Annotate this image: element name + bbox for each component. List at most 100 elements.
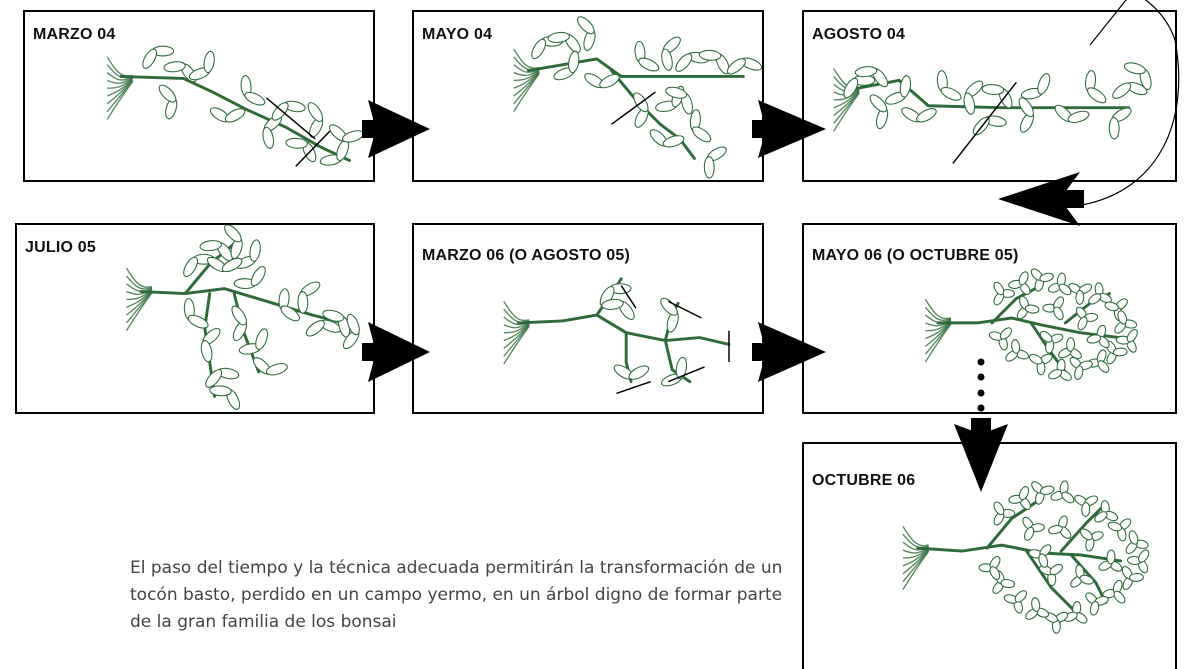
cut-line-icon (611, 91, 656, 125)
trunk-stump (924, 299, 952, 363)
panel-label: JULIO 05 (25, 239, 96, 256)
leaf-icon (661, 48, 673, 71)
leaf-icon (205, 369, 223, 388)
branch-stroke (139, 287, 354, 327)
panel-octubre-06: OCTUBRE 06 (802, 442, 1177, 669)
branch-stroke (119, 75, 351, 162)
leaf-icon (1123, 62, 1146, 75)
leaf-icon (1079, 574, 1094, 585)
branch-stroke (936, 316, 1121, 340)
leaf-icon (203, 50, 215, 74)
branch-stroke (609, 69, 696, 160)
leaf-icon (187, 314, 209, 329)
branch-stroke (1025, 549, 1078, 614)
leaf-icon (691, 126, 712, 143)
leaf-icon (1053, 306, 1064, 321)
leaf-icon (1108, 116, 1120, 140)
leaf-icon (675, 356, 688, 380)
leaf-icon (1061, 491, 1075, 504)
leaf-icon (249, 239, 261, 262)
leaf-icon (224, 225, 242, 243)
leaf-icon (916, 108, 937, 123)
leaf-icon (342, 130, 364, 143)
panel-label: OCTUBRE 06 (812, 472, 916, 489)
leaf-icon (531, 38, 547, 60)
leaf-icon (1077, 316, 1088, 331)
cut-line-icon (265, 97, 316, 140)
leaf-icon (1094, 511, 1108, 523)
leaf-icon (142, 48, 158, 69)
leaf-icon (869, 94, 888, 113)
leaf-icon (601, 298, 624, 310)
panel-label: MAYO 06 (O OCTUBRE 05) (812, 247, 1019, 264)
leaf-icon (568, 50, 580, 74)
leaf-icon (993, 501, 1005, 516)
branch-stroke (985, 497, 1043, 550)
panel-label: MARZO 04 (33, 26, 116, 43)
branch-stroke (1069, 553, 1108, 604)
leaf-icon (200, 339, 213, 363)
leaf-icon (271, 102, 289, 121)
leaf-icon (255, 328, 269, 350)
leaf-icon (665, 86, 688, 99)
leaf-icon (1075, 290, 1085, 305)
leaf-icon (1049, 563, 1063, 576)
leaf-icon (280, 305, 300, 322)
leaf-icon (999, 327, 1013, 340)
leaf-icon (1128, 530, 1139, 545)
leaf-icon (703, 156, 715, 179)
leaf-icon (1058, 283, 1072, 296)
leaf-icon (1086, 334, 1102, 344)
leaf-icon (262, 126, 275, 149)
cut-line-icon (952, 81, 1017, 164)
panel-label: MAYO 04 (422, 26, 493, 43)
cut-line-icon (616, 380, 651, 395)
leaf-icon (1000, 578, 1016, 589)
leaf-icon (1024, 304, 1040, 314)
leaf-icon (940, 86, 962, 101)
leaf-icon (1028, 353, 1043, 365)
leaf-icon (993, 281, 1005, 296)
leaf-icon (1138, 549, 1150, 563)
leaf-icon (662, 135, 685, 148)
leaf-icon (1079, 528, 1093, 541)
leaf-icon (158, 84, 177, 103)
leaf-icon (1117, 310, 1128, 325)
leaf-icon (1104, 301, 1119, 312)
cut-line-icon (295, 130, 331, 167)
leaf-icon (1081, 502, 1091, 517)
leaf-icon (1048, 524, 1063, 535)
leaf-icon (1048, 369, 1063, 380)
cut-line-icon (667, 300, 702, 319)
panel-mayo-04: MAYO 04 (412, 10, 764, 182)
leaf-icon (989, 566, 1001, 580)
plant-drawing (902, 480, 1150, 634)
leaf-icon (1113, 590, 1126, 604)
leaf-icon (1087, 87, 1107, 104)
leaf-icon (1128, 572, 1144, 582)
panel-julio-05: JULIO 05 (15, 223, 375, 414)
leaf-icon (297, 291, 309, 314)
leaf-icon (638, 57, 660, 72)
leaf-icon (1039, 330, 1053, 343)
leaf-icon (1074, 365, 1084, 380)
leaf-icon (963, 92, 976, 115)
leaf-icon (1018, 97, 1034, 118)
leaf-icon (265, 363, 288, 376)
caption-text: El paso del tiempo y la técnica adecuada… (130, 558, 783, 632)
leaf-icon (305, 320, 325, 337)
panel-label: MARZO 06 (O AGOSTO 05) (422, 247, 630, 264)
leaf-icon (346, 313, 360, 336)
leaf-icon (244, 91, 266, 106)
leaf-icon (199, 240, 222, 252)
panel-marzo-04: MARZO 04 (23, 10, 375, 182)
plant-drawing (106, 45, 364, 167)
leaf-icon (1018, 271, 1029, 286)
leaf-icon (1014, 590, 1028, 603)
leaf-icon (250, 266, 266, 287)
leaf-icon (1112, 347, 1128, 357)
plant-drawing (503, 277, 731, 395)
plant-drawing (125, 225, 360, 410)
branch-stroke (663, 339, 692, 384)
branch-stroke (517, 313, 731, 346)
